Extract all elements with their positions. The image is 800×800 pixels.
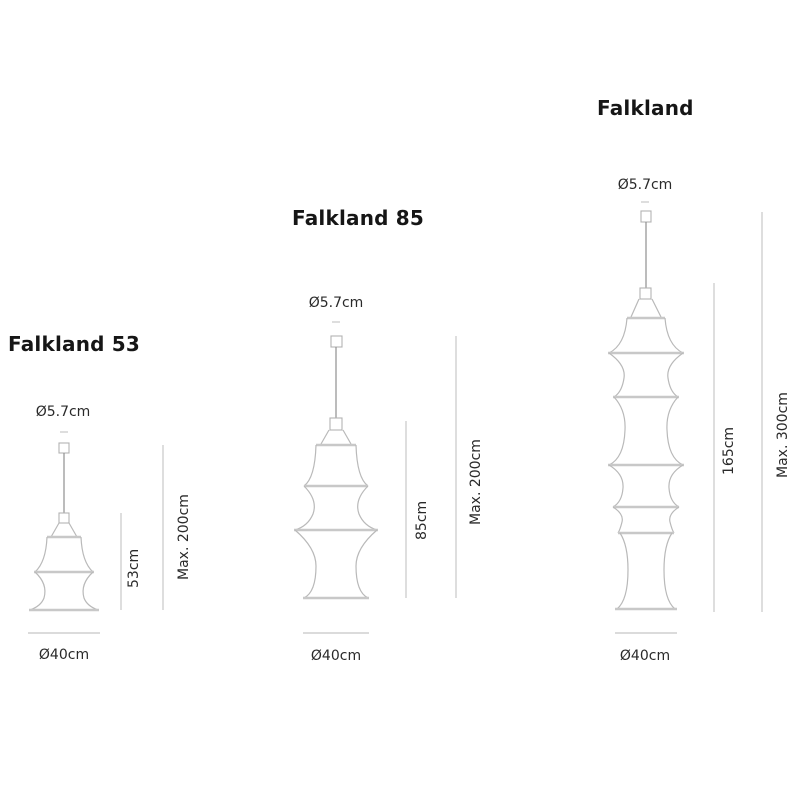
lamp-falkland-85 (294, 321, 457, 634)
socket-icon (58, 512, 70, 524)
lamp-title-falkland-53: Falkland 53 (8, 332, 141, 356)
shade-section-6 (616, 532, 676, 610)
shade-section-2 (608, 352, 684, 398)
shade-section-4 (608, 464, 684, 508)
lamp-falkland (608, 201, 763, 634)
shade-diameter-label-53: Ø40cm (38, 647, 90, 663)
shade-section-1 (608, 317, 684, 354)
shade-section-2 (294, 485, 378, 531)
canopy-icon (330, 335, 343, 348)
cone (320, 429, 352, 445)
cone (50, 522, 78, 538)
lamp-title-falkland: Falkland (597, 96, 694, 120)
shade-lower (29, 571, 99, 611)
socket-icon (329, 417, 343, 431)
canopy-diameter-label-85: Ø5.7cm (308, 295, 364, 311)
shade-diameter-label-falkland: Ø40cm (619, 648, 671, 664)
shade-section-5 (612, 506, 680, 534)
cone (630, 298, 662, 318)
shade-section-1 (303, 444, 369, 487)
lamp-title-falkland-85: Falkland 85 (292, 206, 425, 230)
lamp-falkland-53 (28, 431, 164, 634)
shade-upper (34, 536, 94, 573)
shade-section-3 (608, 396, 684, 466)
canopy-diameter-label-53: Ø5.7cm (35, 404, 91, 420)
canopy-icon (58, 442, 70, 454)
shade-section-3 (294, 529, 378, 599)
canopy-diameter-label-falkland: Ø5.7cm (617, 177, 673, 193)
shade-diameter-label-85: Ø40cm (310, 648, 362, 664)
canopy-icon (640, 210, 652, 223)
socket-icon (639, 287, 652, 300)
